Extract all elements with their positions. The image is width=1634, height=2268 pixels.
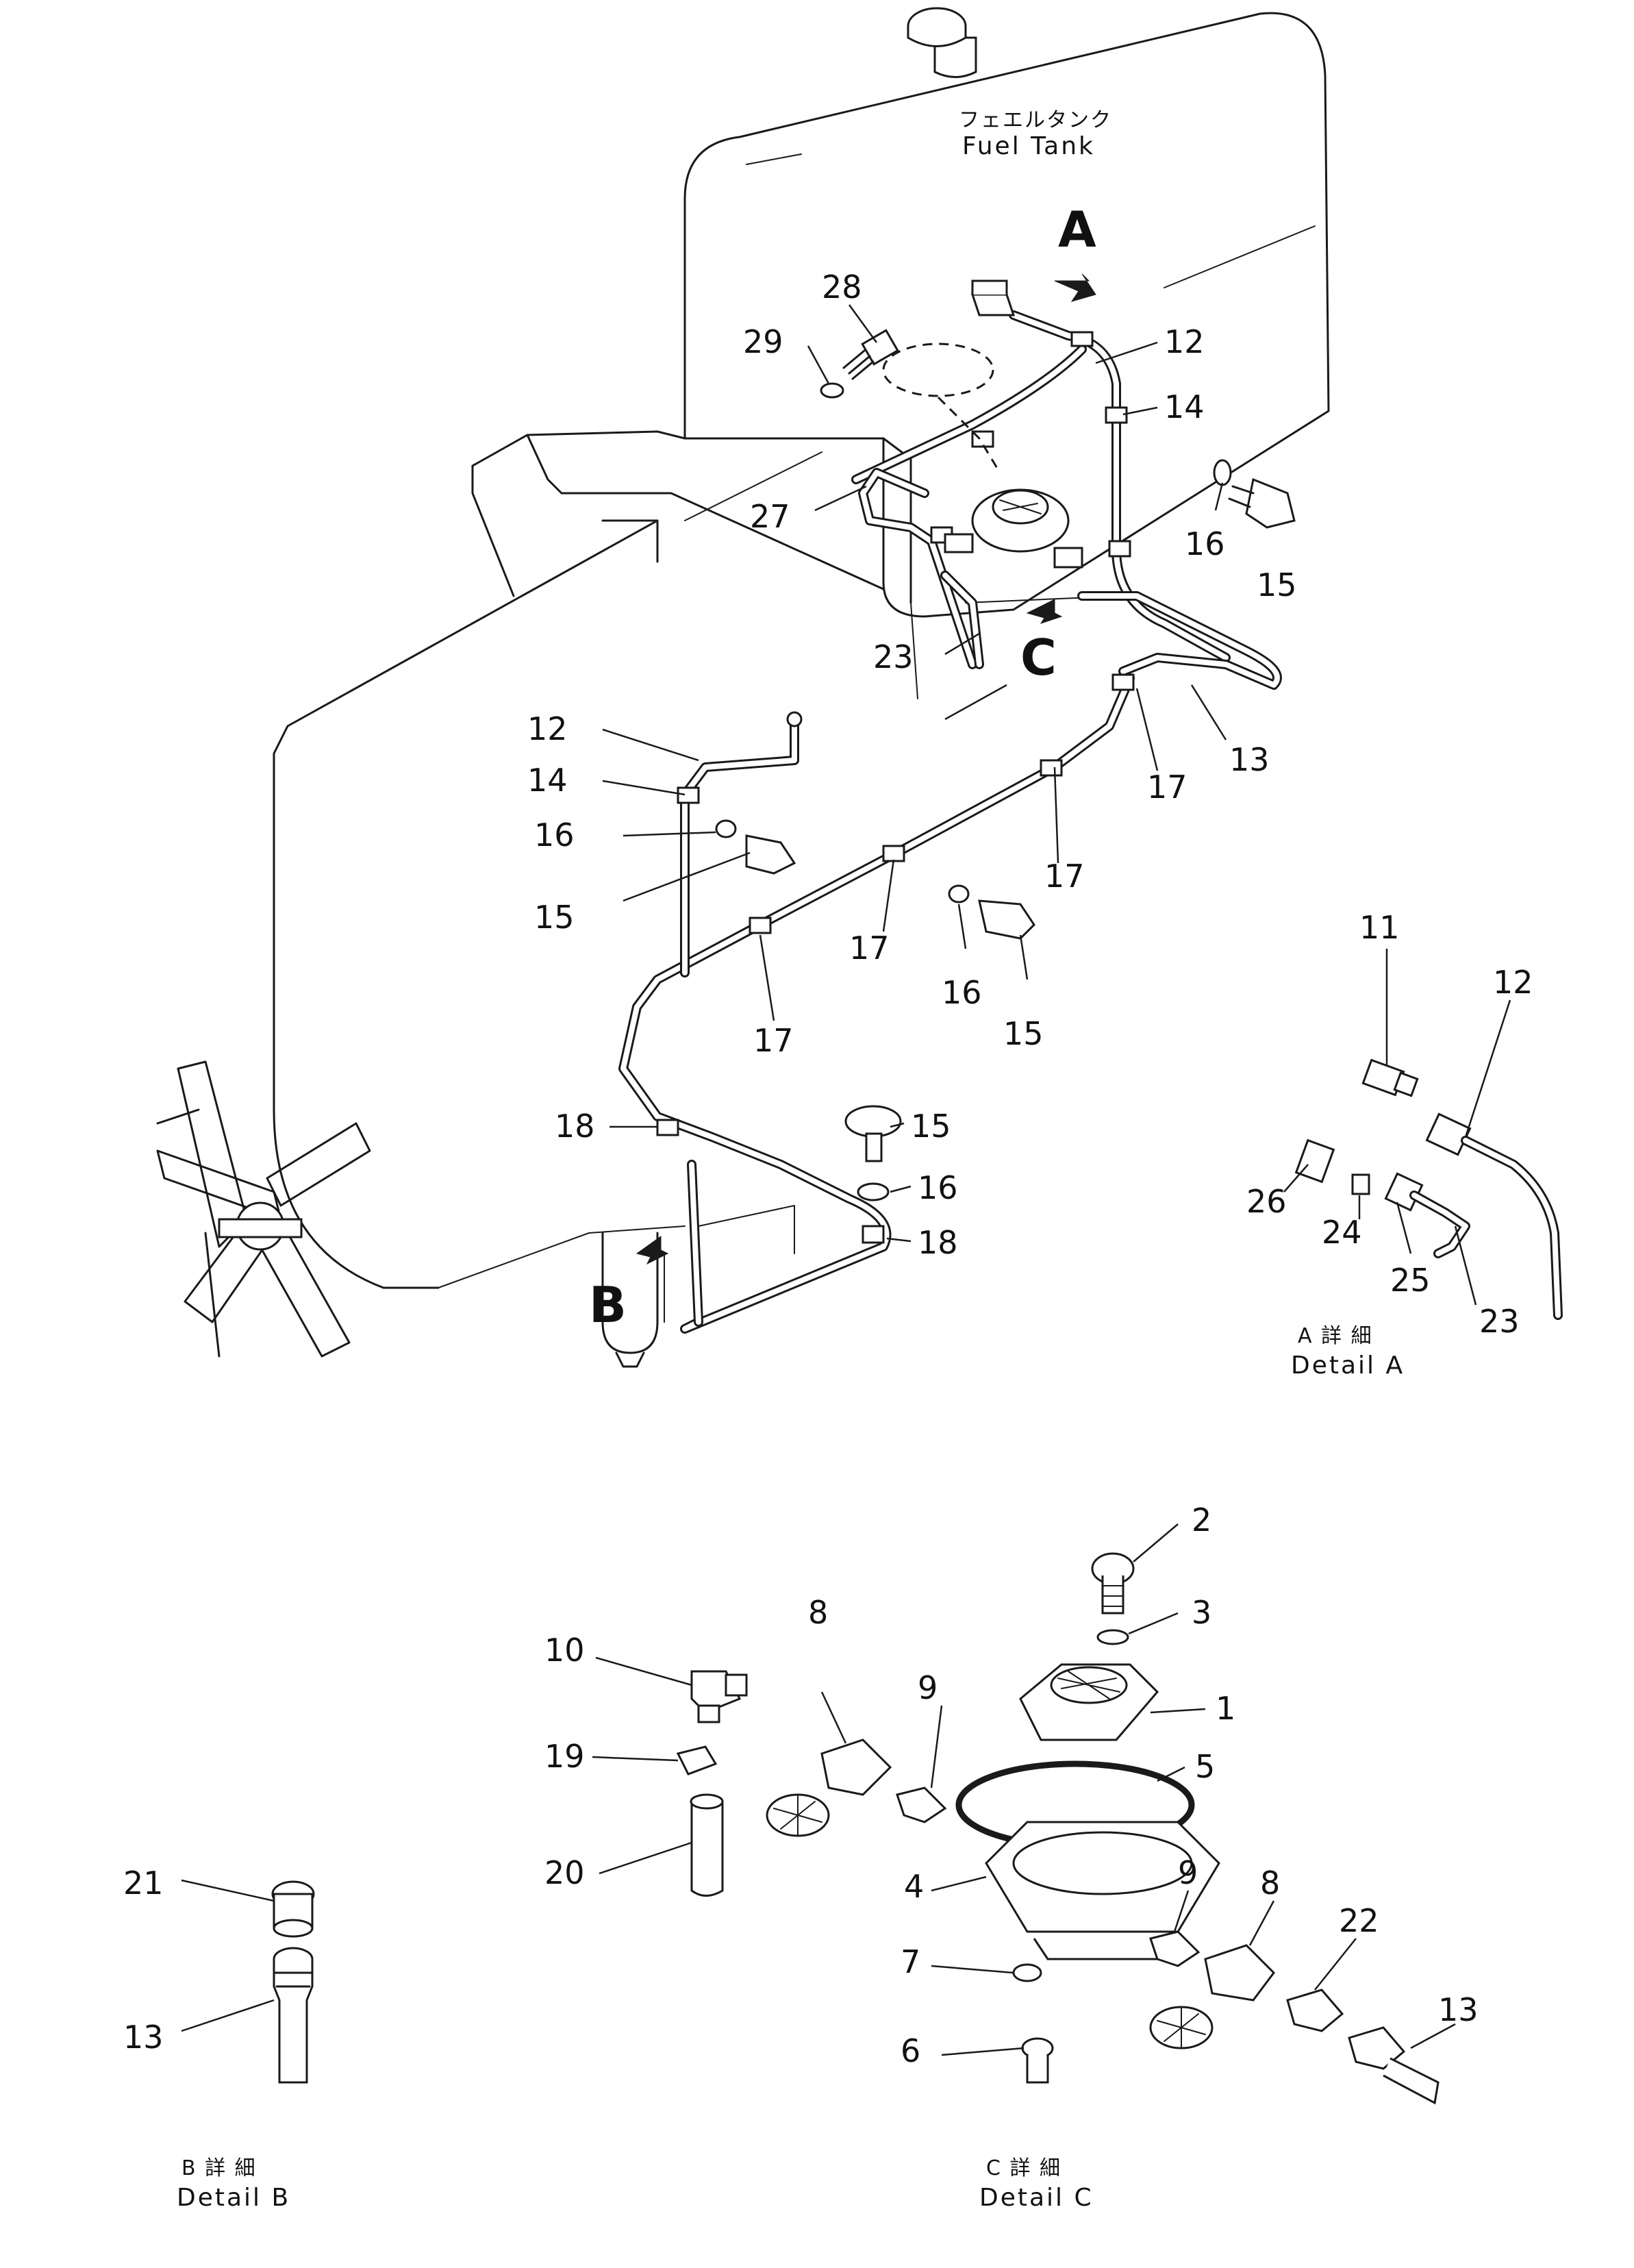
- callout-27: 27: [750, 498, 790, 535]
- callout-12: 12: [1164, 323, 1205, 360]
- flange-outline: [882, 342, 994, 397]
- callout-8-a: 8: [808, 1594, 828, 1631]
- detail-a-parts: [1294, 1058, 1563, 1320]
- tank-top-fitting: [970, 279, 1016, 316]
- callout-14: 14: [1164, 388, 1205, 425]
- fuel-pipes: [618, 310, 1282, 1334]
- callout-25: 25: [1390, 1262, 1431, 1299]
- callout-5: 5: [1195, 1748, 1215, 1785]
- callout-17-a: 17: [1147, 769, 1187, 806]
- leader-lines: [181, 304, 1511, 2056]
- callout-18-b: 18: [918, 1224, 958, 1261]
- detail-b-label-en: Detail B: [177, 2184, 290, 2212]
- callout-18-a: 18: [555, 1108, 595, 1145]
- fuel-filter: [601, 1232, 665, 1368]
- bolt-15-middle: [948, 884, 1035, 940]
- view-arrow-c: [1026, 599, 1063, 624]
- callout-24: 24: [1322, 1214, 1362, 1251]
- engine-block: [273, 430, 1124, 1289]
- bolt-28-and-washer-29: [820, 329, 899, 399]
- callout-15-d: 15: [911, 1108, 951, 1145]
- view-marker-c: C: [1020, 629, 1057, 686]
- callout-13-dc: 13: [1438, 1991, 1479, 2028]
- detail-b-parts: [271, 1880, 315, 2084]
- callout-16-d: 16: [918, 1169, 958, 1206]
- cooling-fan: [156, 1060, 371, 1358]
- view-arrow-b: [636, 1236, 669, 1265]
- flange-dash-line: [937, 396, 1001, 473]
- callout-3: 3: [1192, 1594, 1211, 1631]
- callout-13: 13: [1229, 741, 1270, 778]
- callout-12-b: 12: [527, 710, 568, 747]
- callout-23-da: 23: [1479, 1303, 1520, 1340]
- callout-4: 4: [904, 1868, 924, 1905]
- view-marker-b: B: [589, 1276, 627, 1334]
- callout-15-b: 15: [534, 899, 575, 936]
- pipe-clamps: [656, 331, 1135, 1244]
- tank-label-jp: フェエルタンク: [959, 108, 1112, 132]
- detail-c-callouts: 2 3 8 9 10 1 19 5 20 4 9 8 22 7 13 6: [544, 1501, 1479, 2069]
- bolt-15-lower: [844, 1105, 902, 1201]
- callout-16: 16: [1185, 525, 1225, 562]
- strainer-assembly: [944, 488, 1083, 569]
- callout-13-db: 13: [123, 2019, 164, 2056]
- callout-16-b: 16: [534, 817, 575, 853]
- bolt-15-left: [715, 819, 796, 875]
- callout-15-c: 15: [1003, 1015, 1044, 1052]
- callout-8-b: 8: [1260, 1865, 1280, 1902]
- callout-2: 2: [1192, 1501, 1211, 1538]
- callout-29: 29: [743, 323, 783, 360]
- tank-label-en: Fuel Tank: [962, 132, 1095, 160]
- main-callouts: 28 29 12 14 27 16 15 23 13 17 12 14 16 1…: [527, 269, 1297, 1261]
- callout-6: 6: [901, 2032, 920, 2069]
- callout-9-b: 9: [1178, 1854, 1198, 1891]
- callout-21: 21: [123, 1865, 164, 1902]
- callout-7: 7: [901, 1943, 920, 1980]
- callout-19: 19: [544, 1738, 585, 1775]
- detail-b-callouts: 21 13: [123, 1865, 164, 2056]
- bolt-15-upper: [1213, 459, 1296, 529]
- callout-23: 23: [873, 638, 914, 675]
- detail-c-parts: [676, 1552, 1440, 2105]
- detail-b-label-jp: B 詳 細: [181, 2156, 257, 2180]
- detail-a-callouts: 11 12 26 24 25 23: [1246, 909, 1533, 1340]
- callout-28: 28: [822, 269, 862, 306]
- detail-c-label-jp: C 詳 細: [986, 2156, 1061, 2180]
- callout-10: 10: [544, 1632, 585, 1669]
- callout-17-c: 17: [849, 930, 890, 967]
- detail-a-label-en: Detail A: [1291, 1351, 1405, 1380]
- callout-14-b: 14: [527, 762, 568, 799]
- callout-15: 15: [1257, 566, 1297, 603]
- callout-22: 22: [1339, 1902, 1379, 1939]
- detail-a-label-jp: A 詳 細: [1298, 1324, 1373, 1348]
- detail-c-label-en: Detail C: [979, 2184, 1094, 2212]
- callout-9-a: 9: [918, 1669, 938, 1706]
- fuel-tank: [683, 7, 1330, 618]
- callout-17-b: 17: [1044, 858, 1085, 895]
- view-marker-a: A: [1058, 201, 1096, 258]
- callout-20: 20: [544, 1854, 585, 1891]
- callout-12-da: 12: [1493, 964, 1533, 1001]
- callout-11: 11: [1359, 909, 1400, 946]
- callout-16-c: 16: [942, 974, 982, 1011]
- callout-17-d: 17: [753, 1022, 794, 1059]
- callout-1: 1: [1216, 1690, 1235, 1727]
- view-arrow-a: [1054, 273, 1096, 302]
- callout-26: 26: [1246, 1183, 1287, 1220]
